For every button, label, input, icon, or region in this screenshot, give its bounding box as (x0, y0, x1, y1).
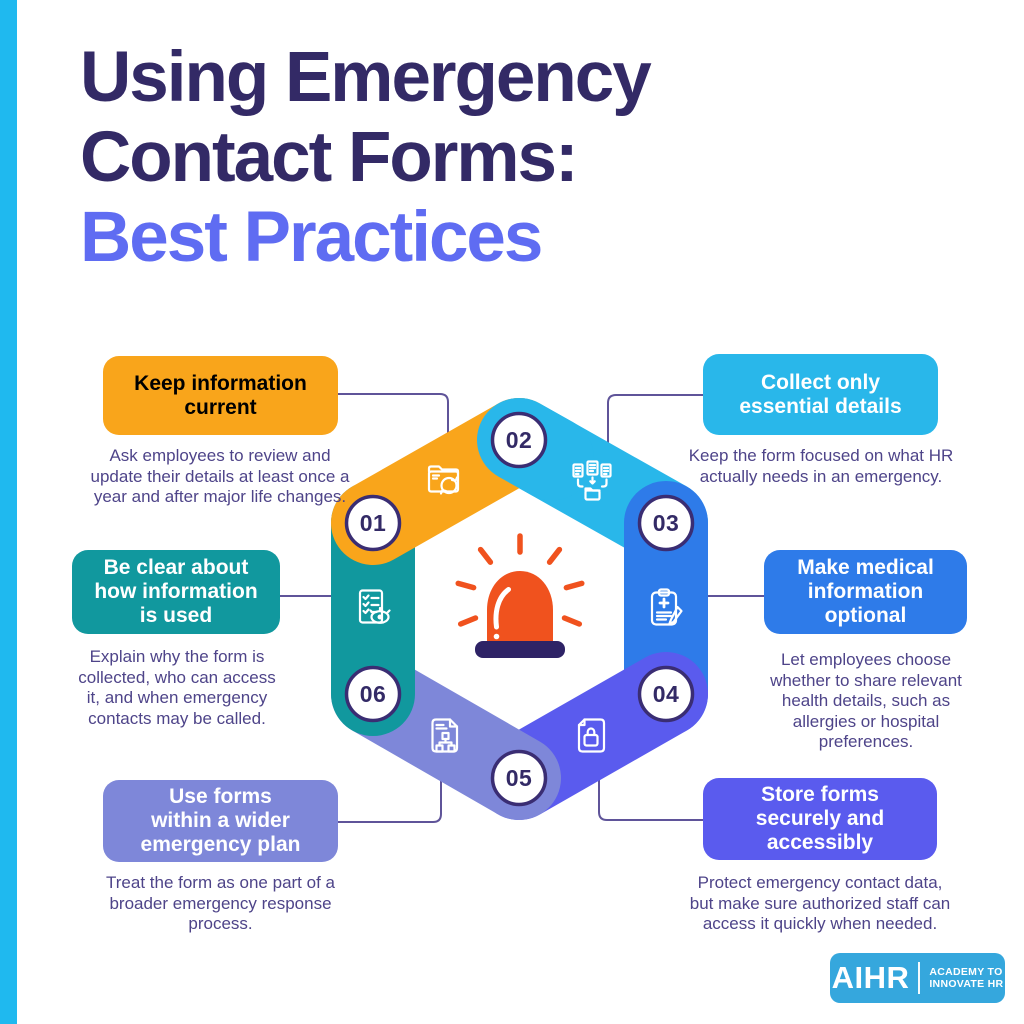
connector-line-02 (607, 394, 703, 470)
number-badge-06: 06 (344, 665, 402, 723)
label-box-be-clear-how-information-used: Be clear about how information is used (72, 550, 280, 634)
description-keep-information-current: Ask employees to review and update their… (90, 446, 350, 506)
title-line-2: Contact Forms: (80, 118, 579, 197)
folder-sync-icon (427, 465, 460, 495)
document-lock-icon (577, 718, 606, 753)
number-badge-03: 03 (637, 494, 695, 552)
left-accent-stripe (0, 0, 17, 1024)
label-box-store-forms-securely: Store forms securely and accessibly (703, 778, 937, 860)
description-store-forms-securely: Protect emergency contact data, but make… (689, 873, 951, 933)
number-badge-01: 01 (344, 494, 402, 552)
number-badge-05: 05 (490, 749, 548, 807)
label-box-make-medical-information-optional: Make medical information optional (764, 550, 967, 634)
label-box-collect-only-essential-details: Collect only essential details (703, 354, 938, 435)
description-be-clear-how-information-used: Explain why the form is collected, who c… (78, 647, 276, 728)
org-chart-document-icon (431, 718, 459, 753)
logo-divider (918, 962, 921, 994)
logo-tagline-line2: INNOVATE HR (929, 978, 1004, 990)
number-badge-04: 04 (637, 665, 695, 723)
medical-clipboard-icon (650, 588, 683, 626)
aihr-logo-text: AIHR (831, 960, 910, 995)
emergency-siren-icon (455, 533, 585, 658)
aihr-logo: AIHR ACADEMY TO INNOVATE HR (830, 953, 1005, 1003)
title-line-3-highlight: Best Practices (80, 198, 543, 277)
logo-tagline-line1: ACADEMY TO (929, 965, 1003, 978)
siren-base (475, 641, 565, 658)
siren-dome (487, 571, 553, 641)
checklist-eye-icon (358, 589, 391, 624)
documents-to-folder-icon (572, 460, 612, 501)
label-box-keep-information-current: Keep information current (103, 356, 338, 435)
page-title: Using Emergency Contact Forms: Best Prac… (80, 38, 652, 278)
title-line-1: Using Emergency (80, 38, 652, 117)
svg-text:02: 02 (506, 427, 533, 453)
description-collect-only-essential-details: Keep the form focused on what HR actuall… (688, 446, 954, 486)
logo-tagline: ACADEMY TO INNOVATE HR (929, 966, 1003, 991)
svg-text:03: 03 (653, 510, 680, 536)
svg-text:04: 04 (653, 681, 680, 707)
svg-text:05: 05 (506, 765, 533, 791)
description-use-forms-wider-plan: Treat the form as one part of a broader … (106, 873, 335, 933)
connector-line-05 (338, 745, 442, 823)
label-box-use-forms-wider-plan: Use forms within a wider emergency plan (103, 780, 338, 862)
number-badge-02: 02 (490, 411, 548, 469)
siren-highlight (493, 587, 511, 630)
connector-line-04 (598, 745, 704, 821)
svg-text:01: 01 (360, 510, 387, 536)
description-make-medical-information-optional: Let employees choose whether to share re… (770, 650, 962, 751)
connector-line-01 (338, 393, 449, 470)
svg-text:06: 06 (360, 681, 387, 707)
